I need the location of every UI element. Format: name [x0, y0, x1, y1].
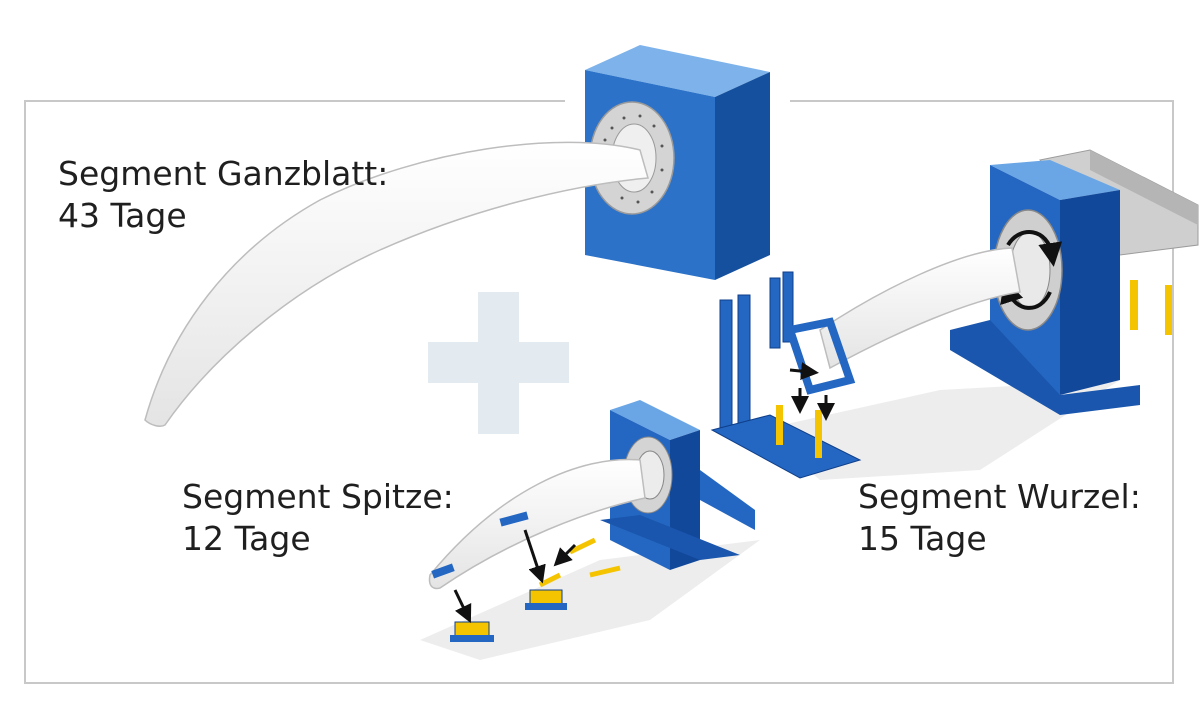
tip-blade — [428, 458, 646, 590]
label-segment-ganzblatt: Segment Ganzblatt: 43 Tage — [58, 153, 388, 237]
label-ganzblatt-days: 43 Tage — [58, 196, 187, 235]
rotation-arrow-icon — [1006, 230, 1063, 267]
plus-icon — [428, 292, 569, 434]
whole-blade — [144, 141, 649, 427]
motion-arrow-icon — [789, 362, 835, 421]
whole-blade-rig — [144, 45, 770, 427]
label-spitze-title: Segment Spitze: — [182, 477, 454, 516]
label-spitze-days: 12 Tage — [182, 519, 311, 558]
label-ganzblatt-title: Segment Ganzblatt: — [58, 154, 389, 193]
cube-top — [585, 45, 770, 97]
root-segment-rig — [710, 149, 1199, 479]
label-wurzel-days: 15 Tage — [858, 519, 987, 558]
label-wurzel-title: Segment Wurzel: — [858, 477, 1141, 516]
frame-border — [24, 100, 1174, 684]
tip-segment-rig — [428, 400, 755, 642]
cube-side — [715, 72, 770, 280]
label-segment-wurzel: Segment Wurzel: 15 Tage — [858, 476, 1141, 560]
root-blade — [819, 247, 1021, 370]
label-segment-spitze: Segment Spitze: 12 Tage — [182, 476, 454, 560]
